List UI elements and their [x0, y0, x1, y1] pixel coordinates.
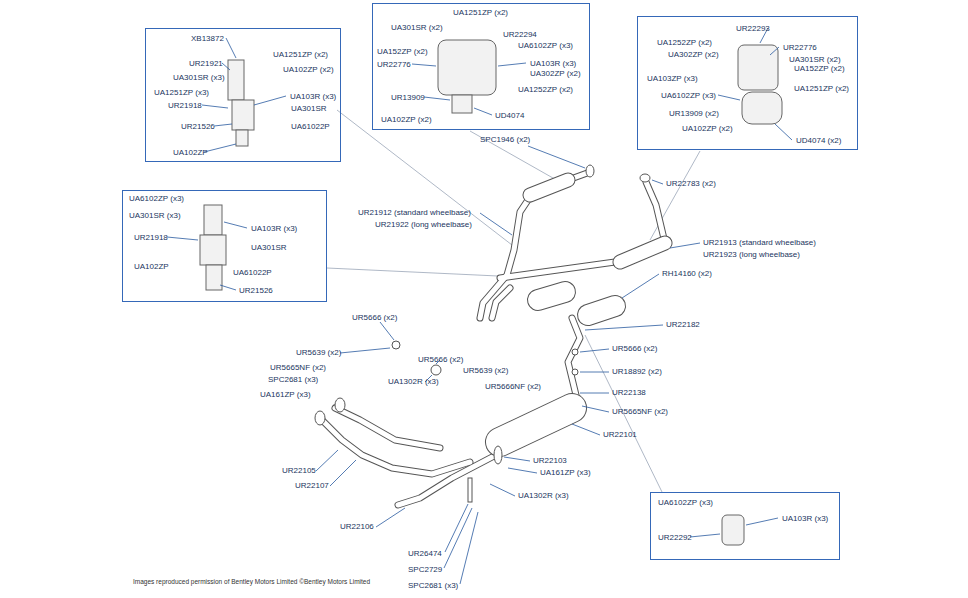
- part-number: XB13872: [191, 34, 224, 44]
- part-number: UR5666NF (x2): [485, 382, 541, 392]
- part-number: UR21921: [189, 59, 223, 69]
- part-number: SPC1946 (x2): [480, 135, 530, 145]
- part-number: UA102ZP (x2): [283, 65, 334, 75]
- part-number: UR21922 (long wheelbase): [375, 220, 472, 230]
- part-number: UR22101: [603, 430, 637, 440]
- part-number: UR22293: [736, 24, 770, 34]
- part-number: UR18892 (x2): [612, 367, 662, 377]
- part-number: UA103R (x3): [290, 92, 336, 102]
- part-number: UR21526: [239, 286, 273, 296]
- part-number: UA161ZP (x3): [540, 468, 591, 478]
- part-number: UA1302R (x3): [388, 377, 439, 387]
- part-number: UR26474: [408, 549, 442, 559]
- part-number: UA1252ZP (x2): [657, 38, 712, 48]
- part-number: UR22107: [295, 481, 329, 491]
- part-number: UR5639 (x2): [296, 348, 341, 358]
- part-number: UA61022P: [291, 122, 330, 132]
- detail-inset: UA1251ZP (x2) UA301SR (x2) UR22294UA6102ZP…: [372, 3, 590, 130]
- part-number: SPC2681 (x3): [268, 375, 318, 385]
- part-number: UR5666 (x2): [352, 313, 397, 323]
- part-number: UR21918: [134, 233, 168, 243]
- part-number: UR21918: [168, 101, 202, 111]
- part-number: UA301SR: [291, 104, 327, 114]
- part-number: UA6102ZP (x3): [658, 498, 713, 508]
- part-number: UA301SR (x3): [129, 211, 181, 221]
- part-number: UD4074 (x2): [796, 136, 841, 146]
- part-number: UA103R (x3): [251, 224, 297, 234]
- part-number: UR5666 (x2): [418, 355, 463, 365]
- copyright-caption: Images reproduced permission of Bentley …: [133, 578, 370, 586]
- part-number: UA152ZP (x2): [377, 47, 428, 57]
- part-number: UR22292: [658, 533, 692, 543]
- part-number: UA102ZP (x2): [381, 115, 432, 125]
- part-number: UA152ZP (x2): [794, 64, 845, 74]
- part-number: UR22776: [783, 43, 817, 53]
- part-number: UR22103: [533, 456, 567, 466]
- part-number: UR21912 (standard wheelbase): [358, 208, 471, 218]
- part-number: UR5665NF (x2): [270, 363, 326, 373]
- part-number: UR5665NF (x2): [612, 407, 668, 417]
- part-number: UA1251ZP (x3): [154, 88, 209, 98]
- part-number: UA302ZP (x2): [668, 50, 719, 60]
- part-number: UA61022P: [233, 268, 272, 278]
- part-number: SPC2729: [408, 565, 442, 575]
- part-number: UA102ZP: [173, 148, 208, 158]
- part-number: UA301SR (x2): [391, 23, 443, 33]
- part-number: UR22182: [666, 320, 700, 330]
- part-number: UR22138: [612, 388, 646, 398]
- part-number: UA102ZP: [134, 262, 169, 272]
- part-number: UR22105: [282, 466, 316, 476]
- part-number: UR5666 (x2): [612, 344, 657, 354]
- part-number: UA103R (x3): [782, 514, 828, 524]
- detail-inset: UA6102ZP (x3) UA103R (x3) UR22292: [650, 492, 840, 560]
- part-number: UA1252ZP (x2): [518, 85, 573, 95]
- detail-inset: UR22293UA1252ZP (x2) UR22776UA302ZP (x2) U…: [637, 16, 858, 150]
- part-number: UA6102ZP (x3): [661, 91, 716, 101]
- detail-inset: UA6102ZP (x3) UA301SR (x3) UA103R (x3) UR21…: [122, 190, 327, 302]
- part-number: UR13909: [391, 93, 425, 103]
- part-number: UR22783 (x2): [666, 179, 716, 189]
- part-number: UA6102ZP (x3): [129, 194, 184, 204]
- part-number: RH14160 (x2): [662, 269, 712, 279]
- part-number: UR22106: [340, 522, 374, 532]
- part-number: UA1251ZP (x2): [794, 84, 849, 94]
- part-number: UA1251ZP (x2): [273, 50, 328, 60]
- part-number: UA1251ZP (x2): [453, 8, 508, 18]
- part-number: SPC2681 (x3): [408, 581, 458, 591]
- part-number: UR13909 (x2): [669, 109, 719, 119]
- detail-inset: XB13872UR21921 UA1251ZP (x2) UA301SR (x3) U…: [145, 28, 341, 162]
- part-number: UA1302R (x3): [518, 491, 569, 501]
- part-number: UR21913 (standard wheelbase): [703, 238, 816, 248]
- part-number: UR22294: [503, 30, 537, 40]
- part-number: UR21526: [181, 122, 215, 132]
- part-number: UR22776: [377, 60, 411, 70]
- part-number: UA161ZP (x3): [260, 390, 311, 400]
- part-number: UA302ZP (x2): [530, 69, 581, 79]
- part-number: UA301SR: [251, 243, 287, 253]
- part-number: UD4074: [495, 111, 524, 121]
- part-number: UR21923 (long wheelbase): [703, 250, 800, 260]
- part-number: UA103ZP (x3): [647, 74, 698, 84]
- part-number: UA102ZP (x2): [682, 124, 733, 134]
- part-number: UA301SR (x2): [789, 55, 841, 65]
- part-number: UA301SR (x3): [173, 73, 225, 83]
- part-number: UA6102ZP (x3): [518, 41, 573, 51]
- part-number: UR5639 (x2): [463, 366, 508, 376]
- part-number: UA103R (x3): [530, 59, 576, 69]
